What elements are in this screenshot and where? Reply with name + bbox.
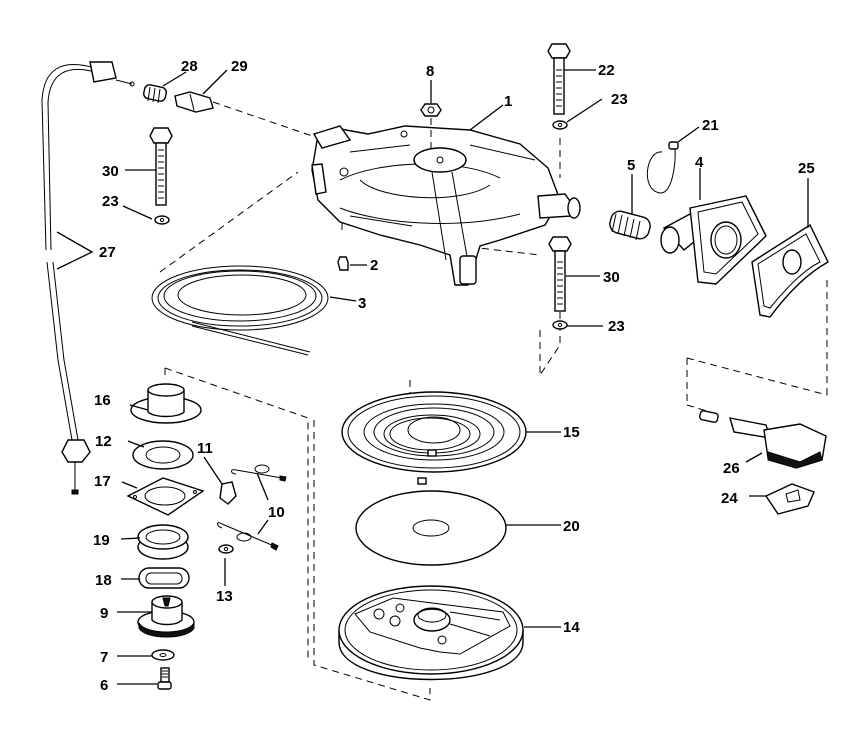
assembly-guide-lines (159, 101, 828, 701)
callout-24: 24 (721, 490, 738, 507)
part-30-bolt-right (548, 236, 572, 312)
callout-29: 29 (231, 58, 248, 75)
part-27-cable (41, 61, 135, 495)
part-2-pin (337, 256, 349, 271)
callout-15: 15 (563, 424, 580, 441)
part-21-clamp (646, 141, 679, 194)
part-3-rope (151, 265, 329, 356)
part-23-lockwasher-lower (552, 320, 568, 330)
callout-19: 19 (93, 532, 110, 549)
callout-labels: 1 2 3 4 5 6 7 8 9 10 11 12 13 14 15 16 1… (93, 58, 815, 694)
callout-28: 28 (181, 58, 198, 75)
callout-13: 13 (216, 588, 233, 605)
callout-17: 17 (94, 473, 111, 490)
part-17-plate (126, 477, 205, 516)
callout-26: 26 (723, 460, 740, 477)
part-4-handle-guide (660, 195, 767, 285)
callout-23-top: 23 (611, 91, 628, 108)
part-10-links (217, 464, 287, 551)
part-24-handle-insert (764, 483, 815, 515)
part-29-fitting (174, 91, 214, 113)
callout-9: 9 (100, 605, 108, 622)
leader-lines (56, 69, 809, 685)
callout-14: 14 (563, 619, 580, 636)
callout-16: 16 (94, 392, 111, 409)
part-1-starter-housing (311, 125, 581, 286)
part-7-washer (151, 649, 175, 661)
callout-18: 18 (95, 572, 112, 589)
part-11-pawl (219, 481, 237, 505)
callout-25: 25 (798, 160, 815, 177)
callout-7: 7 (100, 649, 108, 666)
callout-4: 4 (695, 154, 704, 171)
callout-10: 10 (268, 504, 285, 521)
callout-8: 8 (426, 63, 434, 80)
callout-30-right: 30 (603, 269, 620, 286)
part-23-lockwasher-left (154, 215, 170, 225)
part-6-screw (157, 667, 172, 690)
part-28-spring (143, 84, 167, 104)
callout-27: 27 (99, 244, 116, 261)
part-19-seal (137, 524, 189, 560)
callout-20: 20 (563, 518, 580, 535)
callout-21: 21 (702, 117, 719, 134)
callout-3: 3 (358, 295, 366, 312)
part-8-nut (420, 103, 442, 150)
callout-5: 5 (627, 157, 635, 174)
part-23-lockwasher-top (552, 120, 568, 130)
callout-23-lower: 23 (608, 318, 625, 335)
callout-11: 11 (197, 440, 213, 457)
part-25-cover-plate (751, 223, 829, 318)
part-30-bolt-left (149, 127, 173, 206)
part-20-disc (355, 490, 507, 566)
part-18-gasket (138, 567, 190, 589)
callout-30-left: 30 (102, 163, 119, 180)
callout-1: 1 (504, 93, 512, 110)
part-16-cup (130, 383, 202, 424)
callout-22: 22 (598, 62, 615, 79)
part-15-rewind-spring (341, 391, 527, 485)
part-12-washer (132, 440, 194, 470)
callout-6: 6 (100, 677, 108, 694)
callout-12: 12 (95, 433, 112, 450)
part-9-pinion (137, 595, 195, 638)
callout-23-left: 23 (102, 193, 119, 210)
part-5-spring (609, 210, 651, 241)
part-26-handle (699, 410, 827, 469)
callout-2: 2 (370, 257, 378, 274)
part-13-nut (218, 544, 234, 554)
part-14-pulley (338, 585, 524, 681)
part-22-bolt (547, 43, 571, 115)
